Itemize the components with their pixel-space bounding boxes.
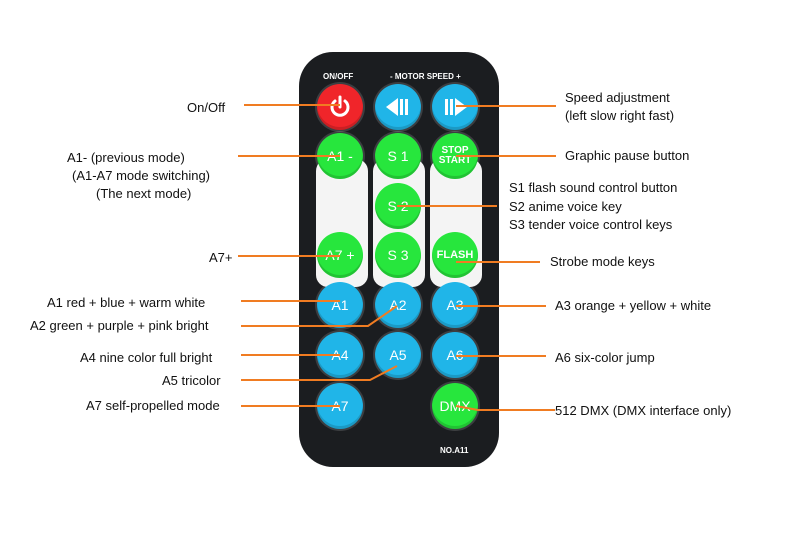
label-s2: S2 anime voice key — [509, 199, 622, 214]
speed-slow-button[interactable] — [375, 84, 421, 130]
s3-button[interactable]: S 3 — [375, 232, 421, 278]
label-strobe: Strobe mode keys — [550, 254, 655, 269]
label-a1minus-1: A1- (previous mode) — [67, 150, 185, 165]
label-a7plus: A7+ — [209, 250, 233, 265]
dmx-button[interactable]: DMX — [432, 383, 478, 429]
label-a2: A2 green + purple + pink bright — [30, 318, 209, 333]
label-speed-1: Speed adjustment — [565, 90, 670, 105]
a2-button[interactable]: A2 — [375, 282, 421, 328]
a3-button[interactable]: A3 — [432, 282, 478, 328]
flash-button[interactable]: FLASH — [432, 232, 478, 278]
label-a5: A5 tricolor — [162, 373, 221, 388]
rewind-icon — [386, 98, 408, 116]
motor-speed-caption: - MOTOR SPEED + — [390, 72, 461, 81]
a5-button[interactable]: A5 — [375, 332, 421, 378]
label-a1: A1 red + blue + warm white — [47, 295, 206, 310]
line-a5 — [241, 365, 398, 381]
onoff-caption: ON/OFF — [323, 72, 354, 81]
a1-button[interactable]: A1 — [317, 282, 363, 328]
label-a1minus-2: (A1-A7 mode switching) — [72, 168, 210, 183]
model-number: NO.A11 — [440, 446, 469, 455]
label-a1minus-3: (The next mode) — [96, 186, 192, 201]
label-speed-2: (left slow right fast) — [565, 108, 675, 123]
label-s1: S1 flash sound control button — [509, 180, 678, 195]
label-a4: A4 nine color full bright — [80, 350, 213, 365]
label-pause: Graphic pause button — [565, 148, 690, 163]
label-a7: A7 self-propelled mode — [86, 398, 220, 413]
label-a3: A3 orange + yellow + white — [555, 298, 712, 313]
s1-button[interactable]: S 1 — [375, 133, 421, 179]
label-a6: A6 six-color jump — [555, 350, 655, 365]
label-onoff: On/Off — [187, 100, 226, 115]
label-s3: S3 tender voice control keys — [509, 217, 673, 232]
line-a2 — [241, 305, 398, 327]
line-dmx — [455, 405, 555, 411]
label-dmx: 512 DMX (DMX interface only) — [555, 403, 732, 418]
